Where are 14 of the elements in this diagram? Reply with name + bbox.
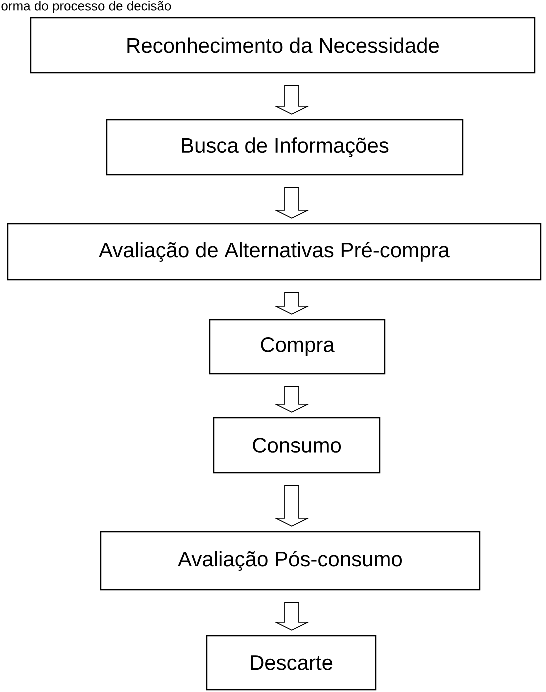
process-box: Reconhecimento da Necessidade (30, 17, 536, 74)
process-box: Compra (209, 319, 386, 375)
hollow-arrow (274, 386, 310, 413)
process-box: Busca de Informações (106, 119, 464, 176)
hollow-arrow (274, 602, 310, 631)
hollow-arrow (274, 187, 310, 219)
title: orma do processo de decisão (2, 1, 172, 14)
hollow-arrow (274, 85, 310, 115)
process-box: Avaliação de Alternativas Pré-compra (7, 223, 542, 281)
hollow-arrow (274, 292, 310, 315)
hollow-arrow (274, 485, 310, 527)
process-box: Consumo (213, 417, 381, 474)
process-box: Avaliação Pós-consumo (100, 531, 481, 591)
process-box: Descarte (206, 635, 377, 691)
